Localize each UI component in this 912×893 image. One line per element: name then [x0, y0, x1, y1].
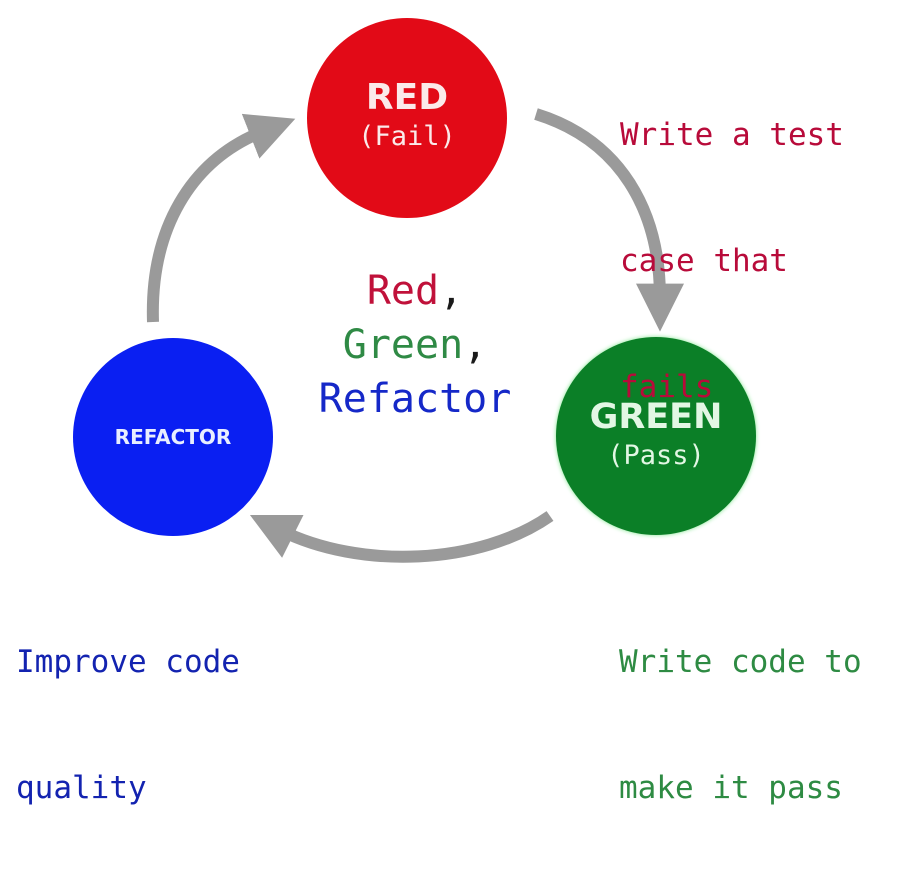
- refactor-note-line: quality: [16, 770, 147, 806]
- center-line-refactor: Refactor: [300, 372, 530, 426]
- red-note-line: case that: [620, 243, 788, 279]
- green-note-line: Write code to: [619, 644, 862, 680]
- tdd-cycle-diagram: RED (Fail) GREEN (Pass) REFACTOR Red, Gr…: [16, 18, 862, 806]
- green-node-title: GREEN: [589, 397, 723, 437]
- green-node: GREEN (Pass): [556, 337, 756, 535]
- center-green-word: Green: [342, 322, 464, 368]
- refactor-node: REFACTOR: [73, 338, 273, 536]
- green-note: Write code to make it pass: [619, 557, 862, 893]
- red-node-title: RED: [365, 77, 449, 118]
- green-note-line: make it pass: [619, 770, 843, 806]
- red-node: RED (Fail): [307, 18, 507, 218]
- arrow-red-to-green: [534, 108, 684, 332]
- refactor-note-line: Improve code: [16, 644, 240, 680]
- center-label: Red, Green, Refactor: [300, 264, 530, 426]
- red-node-subtitle: (Fail): [358, 121, 456, 152]
- center-line-red: Red,: [300, 264, 530, 318]
- center-comma: ,: [463, 322, 488, 368]
- refactor-node-title: REFACTOR: [114, 425, 232, 449]
- center-line-green: Green,: [300, 318, 530, 372]
- red-note-line: Write a test: [620, 117, 844, 153]
- arrow-green-to-refactor: [249, 511, 554, 563]
- arrow-refactor-to-red: [146, 113, 296, 323]
- green-node-subtitle: (Pass): [607, 440, 705, 471]
- cycle-arrows: [146, 108, 684, 563]
- center-comma: ,: [439, 268, 464, 314]
- center-refactor-word: Refactor: [318, 376, 512, 422]
- red-note-line: fails: [620, 369, 714, 405]
- refactor-note: Improve code quality: [16, 557, 240, 893]
- center-red-word: Red: [366, 268, 440, 314]
- red-note: Write a test case that fails: [620, 30, 844, 492]
